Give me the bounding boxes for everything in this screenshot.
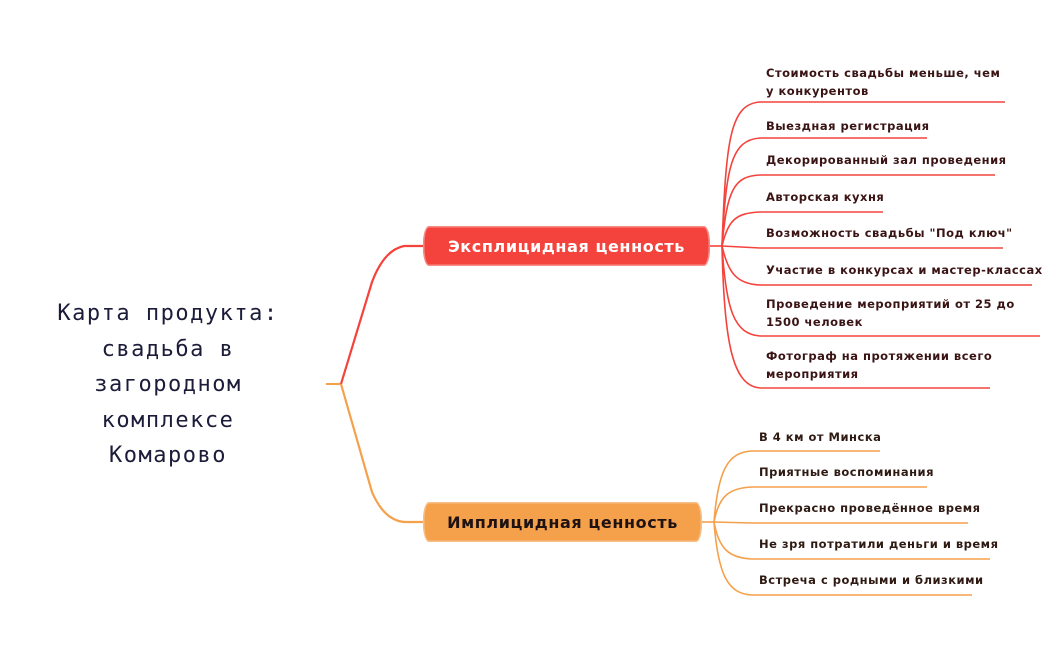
leaf-family-meeting[interactable]: Встреча с родными и близкими <box>759 573 984 587</box>
leaf-decorated-hall[interactable]: Декорированный зал проведения <box>766 153 1007 167</box>
leaf-photographer[interactable]: Фотограф на протяжении всего мероприятия <box>766 349 993 381</box>
leaf-money-well-spent[interactable]: Не зря потратили деньги и время <box>759 537 999 551</box>
leaf-turnkey-wedding[interactable]: Возможность свадьбы "Под ключ" <box>766 226 1013 240</box>
leaf-price[interactable]: Стоимость свадьбы меньше, чем у конкурен… <box>766 66 1001 98</box>
branch-explicit-value[interactable]: Эксплицидная ценность <box>423 226 710 266</box>
leaf-author-cuisine[interactable]: Авторская кухня <box>766 190 885 204</box>
central-topic[interactable]: Карта продукта: свадьба в загородном ком… <box>18 296 318 474</box>
leaf-memories[interactable]: Приятные воспоминания <box>759 465 935 479</box>
explicit-children-connectors <box>710 101 1040 389</box>
central-topic-line: загородном <box>94 372 242 397</box>
central-topic-line: комплексе <box>101 407 235 433</box>
leaf-contests[interactable]: Участие в конкурсах и мастер-классах <box>766 263 1043 277</box>
branch-label: Имплицидная ценность <box>447 512 678 532</box>
leaf-great-time[interactable]: Прекрасно проведённое время <box>759 501 981 515</box>
leaf-offsite-registration[interactable]: Выездная регистрация <box>766 119 930 133</box>
central-topic-line: свадьба в <box>101 336 235 362</box>
central-topic-line: Карта продукта: <box>57 301 279 326</box>
leaf-distance-minsk[interactable]: В 4 км от Минска <box>759 430 882 444</box>
implicit-children-connectors <box>702 450 990 596</box>
central-topic-line: Комарово <box>109 443 227 468</box>
connector-explicit <box>339 244 424 385</box>
branch-implicit-value[interactable]: Имплицидная ценность <box>423 502 702 542</box>
leaf-capacity[interactable]: Проведение мероприятий от 25 до 1500 чел… <box>766 297 1015 329</box>
connector-implicit <box>339 383 424 524</box>
branch-label: Эксплицидная ценность <box>447 236 686 256</box>
